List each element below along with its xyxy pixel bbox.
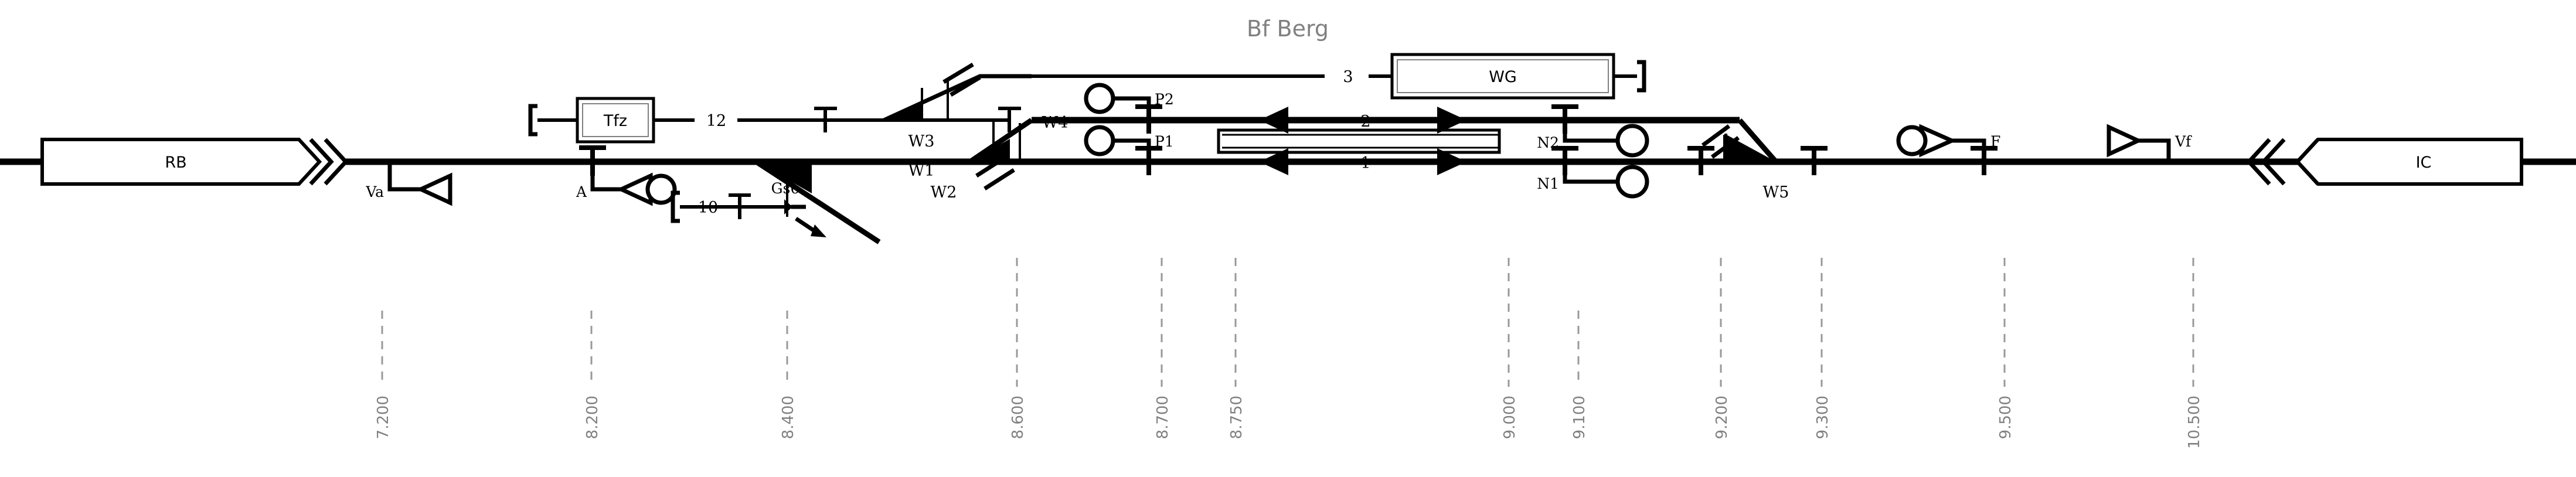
- track-12-number: 12: [706, 112, 726, 130]
- signal-vf[interactable]: Vf: [2107, 124, 2192, 162]
- km-label-group: 7.200 8.200 8.400 8.600 8.700 8.750 9.00…: [375, 396, 2203, 449]
- signal-vf-label: Vf: [2175, 133, 2192, 150]
- switch-w5-label: W5: [1763, 183, 1789, 202]
- signal-p2-label: P2: [1155, 91, 1174, 108]
- track-12-group: Tfz 12: [530, 97, 884, 144]
- km-label: 8.700: [1154, 396, 1172, 439]
- platform: [1217, 128, 1501, 154]
- km-label: 8.600: [1009, 396, 1027, 439]
- derailer-gs6-label: Gs6: [771, 180, 800, 197]
- km-label: 8.400: [780, 396, 797, 439]
- km-label: 9.100: [1571, 396, 1588, 439]
- km-label: 10.500: [2186, 396, 2203, 449]
- track-10-group: 10: [673, 193, 791, 221]
- signal-n1-label: N1: [1537, 175, 1559, 192]
- track-3-number: 3: [1343, 68, 1353, 86]
- switch-w5[interactable]: W5: [1687, 118, 1828, 202]
- km-label: 8.200: [584, 396, 601, 439]
- km-marker-grid: [381, 258, 2194, 387]
- signal-p1-label: P1: [1155, 133, 1174, 150]
- rb-entry-box: RB: [40, 138, 349, 186]
- track-10-number: 10: [698, 199, 718, 217]
- page-title: Bf Berg: [1247, 16, 1329, 42]
- switch-w3-label: W3: [908, 132, 935, 151]
- switch-w3[interactable]: W3: [883, 62, 1032, 151]
- rb-label: RB: [165, 154, 186, 172]
- signal-va[interactable]: Va: [365, 162, 452, 206]
- signal-n1[interactable]: N1: [1537, 146, 1649, 199]
- switch-w4[interactable]: W4: [940, 114, 1068, 190]
- ic-label: IC: [2416, 154, 2432, 172]
- km-label: 9.000: [1501, 396, 1519, 439]
- tfz-label: Tfz: [603, 112, 627, 130]
- signal-f-label: F: [1990, 133, 2000, 150]
- track-1-number: 1: [1360, 154, 1370, 172]
- track-2-number: 2: [1360, 113, 1370, 131]
- km-label: 7.200: [375, 396, 392, 439]
- km-label: 9.300: [1814, 396, 1832, 439]
- ic-entry-box: IC: [2246, 138, 2523, 186]
- switch-w1-label: W1: [908, 162, 935, 180]
- signal-p1[interactable]: P1: [1084, 125, 1174, 175]
- switch-w2-label: W2: [931, 183, 957, 202]
- km-label: 9.200: [1713, 396, 1731, 439]
- track-2-direction-arrows: 2: [1259, 107, 1466, 134]
- signal-a[interactable]: A: [576, 145, 677, 206]
- derailer-gs6[interactable]: Gs6: [771, 180, 826, 237]
- track-3-group: 3 WG: [1032, 53, 1644, 100]
- km-label: 9.500: [1997, 396, 2014, 439]
- signal-f[interactable]: F: [1896, 124, 2000, 175]
- wg-label: WG: [1489, 68, 1517, 86]
- signal-n2[interactable]: N2: [1537, 104, 1649, 158]
- track-1-direction-arrows: 1: [1259, 148, 1466, 175]
- signal-va-label: Va: [365, 183, 384, 200]
- signal-a-label: A: [576, 183, 587, 200]
- signal-p2[interactable]: P2: [1084, 83, 1174, 134]
- km-label: 8.750: [1228, 396, 1246, 439]
